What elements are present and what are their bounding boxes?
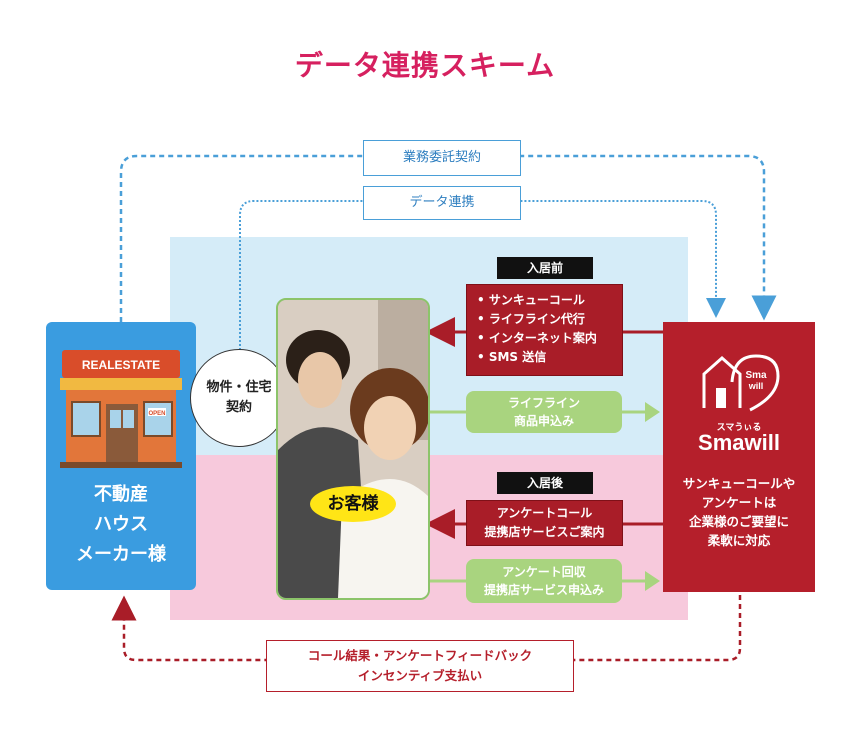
after-services-box: アンケートコール 提携店サービスご案内 — [466, 500, 623, 546]
customer-photo — [276, 298, 430, 600]
service-item: • サンキューコール — [477, 293, 585, 307]
couple-illustration — [278, 300, 428, 598]
smawill-brand: Smawill — [698, 430, 780, 455]
feedback-line-2: インセンティブ支払い — [357, 668, 483, 683]
red-line-1: アンケートコール — [496, 506, 593, 520]
contract-connector — [119, 154, 777, 322]
svg-text:Sma: Sma — [745, 370, 767, 381]
circle-line-2: 契約 — [225, 400, 252, 415]
red-line-2: 提携店サービスご案内 — [484, 525, 605, 539]
left-line-1: 不動産 — [94, 484, 148, 505]
sm-line-3: 企業様のご要望に — [688, 514, 789, 529]
feedback-connector — [111, 595, 742, 662]
left-line-2: ハウス — [94, 514, 148, 535]
svg-text:OPEN: OPEN — [148, 411, 165, 417]
smawill-logo-icon: Sma will — [702, 354, 780, 412]
green-line-1: アンケート回収 — [502, 565, 586, 579]
service-item: • インターネット案内 — [477, 331, 597, 345]
svg-text:will: will — [748, 381, 764, 391]
real-estate-label: 不動産 ハウス メーカー様 — [46, 480, 196, 570]
sm-line-2: アンケートは — [701, 495, 777, 510]
customer-label: お客様 — [310, 486, 396, 522]
survey-collection-box: アンケート回収 提携店サービス申込み — [466, 559, 622, 603]
page-title: データ連携スキーム — [294, 49, 556, 82]
feedback-line-1: コール結果・アンケートフィードバック — [307, 648, 533, 663]
contract-label: 業務委託契約 — [363, 140, 521, 176]
service-item: • ライフライン代行 — [477, 312, 585, 326]
smawill-description: サンキューコールや アンケートは 企業様のご要望に 柔軟に対応 — [663, 474, 815, 550]
smawill-kana: スマうぃる — [716, 423, 762, 433]
store-icon: REALESTATE OPEN — [60, 350, 182, 468]
lifeline-application-box: ライフライン 商品申込み — [466, 391, 622, 433]
data-link-label: データ連携 — [363, 186, 521, 220]
smawill-block — [663, 322, 815, 592]
before-move-in-label: 入居前 — [497, 257, 593, 279]
left-line-3: メーカー様 — [76, 544, 166, 565]
green-line-2: 商品申込み — [513, 414, 574, 428]
service-item: • SMS 送信 — [477, 350, 547, 364]
sm-line-4: 柔軟に対応 — [707, 533, 771, 548]
circle-line-1: 物件・住宅 — [206, 380, 272, 395]
after-move-in-label: 入居後 — [497, 472, 593, 494]
svg-text:REALESTATE: REALESTATE — [82, 358, 160, 372]
before-services-box: • サンキューコール • ライフライン代行 • インターネット案内 • SMS … — [466, 284, 623, 376]
sm-line-1: サンキューコールや — [682, 476, 796, 491]
feedback-label: コール結果・アンケートフィードバック インセンティブ支払い — [266, 640, 574, 692]
property-contract-circle: 物件・住宅 契約 — [190, 349, 288, 447]
green-line-2: 提携店サービス申込み — [483, 583, 604, 597]
green-line-1: ライフライン — [507, 396, 580, 410]
